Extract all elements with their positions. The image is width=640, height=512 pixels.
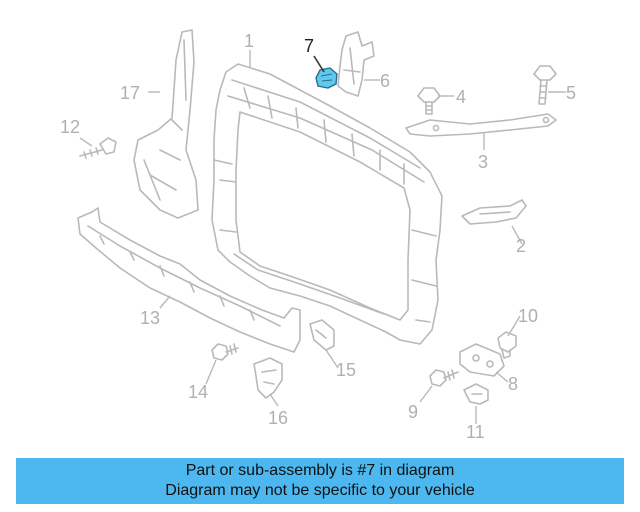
callout-8: 8 [508, 374, 518, 394]
callout-2: 2 [516, 236, 526, 256]
part-12-bolt [79, 137, 117, 159]
part-8-bracket [459, 343, 505, 377]
part-5-bolt [533, 65, 557, 105]
part-7-clip [315, 67, 338, 89]
part-1-radiator-support [211, 63, 443, 345]
banner-line-disclaimer: Diagram may not be specific to your vehi… [165, 482, 475, 499]
callout-9: 9 [408, 402, 418, 422]
parts-diagram: 1 2 3 4 5 6 7 8 9 10 11 12 13 14 15 16 1… [60, 29, 576, 442]
callout-7: 7 [304, 36, 314, 56]
info-banner: Part or sub-assembly is #7 in diagram Di… [16, 458, 624, 504]
callout-13: 13 [140, 308, 160, 328]
part-2-bracket [461, 199, 527, 225]
callout-15: 15 [336, 360, 356, 380]
part-15-clip [309, 319, 335, 351]
part-17-air-deflector [133, 29, 199, 219]
part-4-bolt [417, 87, 441, 115]
part-11-clip [463, 383, 489, 405]
callout-6: 6 [380, 71, 390, 91]
callout-11: 11 [466, 422, 485, 442]
part-13-reinforcement [77, 207, 301, 353]
leader-lines [79, 50, 566, 424]
callout-12: 12 [60, 117, 80, 137]
callout-3: 3 [478, 152, 488, 172]
part-10-grommet [497, 331, 517, 359]
callout-16: 16 [268, 408, 288, 428]
part-9-bolt [429, 369, 459, 387]
callout-4: 4 [456, 87, 466, 107]
callout-1: 1 [244, 31, 254, 51]
banner-line-part-number: Part or sub-assembly is #7 in diagram [185, 462, 455, 479]
callout-10: 10 [518, 306, 538, 326]
callout-5: 5 [566, 83, 576, 103]
part-6-bracket [337, 31, 375, 97]
part-14-bolt [211, 343, 239, 361]
callout-14: 14 [188, 382, 208, 402]
part-16-bracket [253, 357, 283, 399]
callout-17: 17 [120, 83, 140, 103]
part-3-brace [405, 113, 557, 137]
callout-labels: 1 2 3 4 5 6 7 8 9 10 11 12 13 14 15 16 1… [60, 31, 576, 442]
